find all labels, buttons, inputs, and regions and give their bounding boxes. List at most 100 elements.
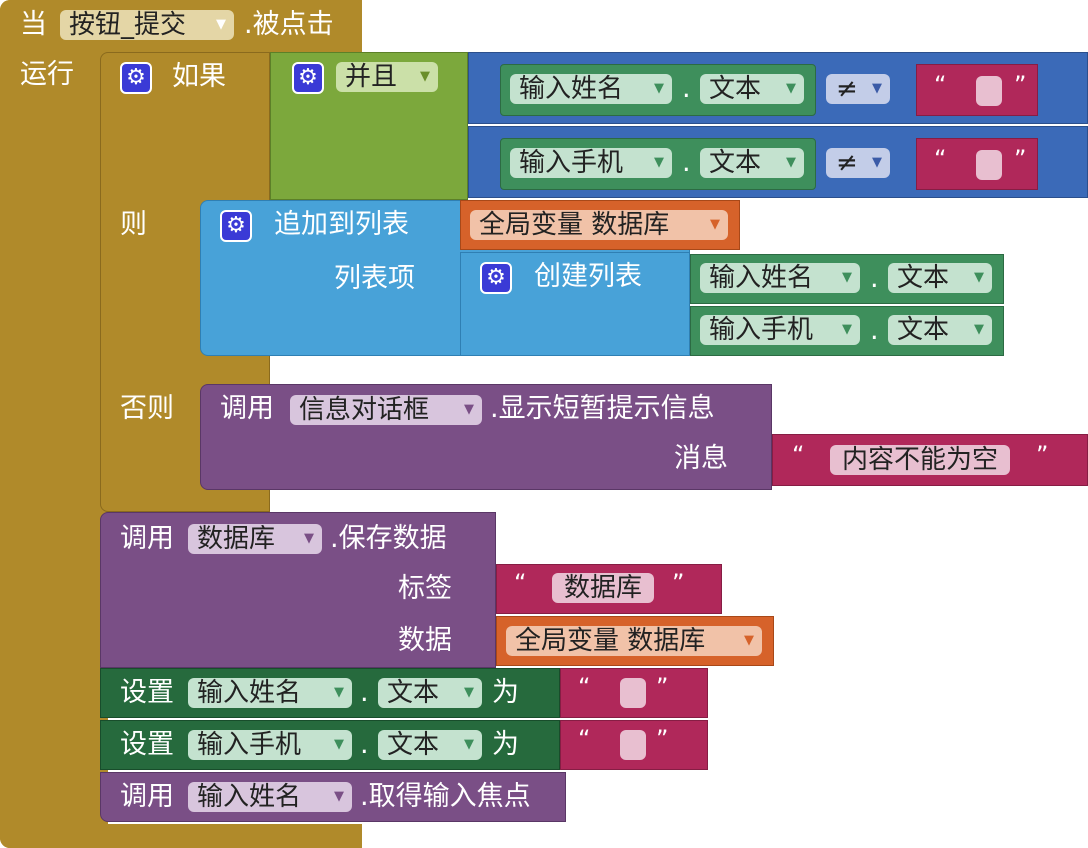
quote-open: “	[578, 673, 591, 701]
item1-property-text: 文本	[897, 263, 950, 293]
item1-component-dropdown[interactable]: 输入姓名 ▼	[700, 263, 860, 293]
chevron-down-icon: ▼	[464, 737, 474, 752]
set2-property-dropdown[interactable]: 文本 ▼	[378, 730, 482, 760]
alert-method: .显示短暂提示信息	[490, 393, 715, 424]
focus-method: .取得输入焦点	[360, 781, 531, 812]
alert-message-label: 消息	[674, 443, 728, 474]
then-label: 则	[120, 209, 147, 240]
chevron-down-icon: ▼	[974, 322, 984, 337]
list-item-label: 列表项	[334, 263, 415, 294]
item2-component-dropdown[interactable]: 输入手机 ▼	[700, 315, 860, 345]
set2-text-block[interactable]	[560, 720, 708, 770]
set2-dot: .	[360, 729, 369, 760]
store-component-dropdown[interactable]: 数据库 ▼	[188, 524, 322, 554]
gear-icon[interactable]: ⚙	[220, 210, 252, 242]
gear-icon[interactable]: ⚙	[480, 262, 512, 294]
chevron-down-icon: ▼	[334, 737, 344, 752]
chevron-down-icon: ▼	[464, 402, 474, 417]
quote-open: “	[578, 725, 591, 753]
chevron-down-icon: ▼	[420, 69, 430, 84]
quote-open: “	[934, 71, 947, 99]
text-empty-input[interactable]	[620, 678, 646, 708]
quote-close: ”	[1014, 71, 1027, 99]
cond2-property-text: 文本	[709, 148, 762, 178]
store-component-text: 数据库	[197, 524, 276, 554]
store-value-text: 全局变量 数据库	[515, 626, 706, 656]
if-label: 如果	[172, 61, 226, 92]
item2-property-dropdown[interactable]: 文本 ▼	[888, 315, 992, 345]
chevron-down-icon: ▼	[786, 81, 796, 96]
store-value-label: 数据	[398, 625, 452, 656]
store-call-label: 调用	[120, 523, 174, 554]
cond1-operator-dropdown[interactable]: ≠ ▼	[826, 74, 890, 104]
set2-component-text: 输入手机	[197, 730, 302, 760]
focus-call-label: 调用	[120, 781, 174, 812]
item2-property-text: 文本	[897, 315, 950, 345]
quote-close: ”	[656, 725, 669, 753]
item2-dot: .	[870, 315, 879, 346]
cond1-dot: .	[682, 73, 691, 104]
item2-component-text: 输入手机	[709, 315, 814, 345]
make-list-label: 创建列表	[534, 261, 642, 292]
event-do-label: 运行	[20, 59, 74, 90]
chevron-down-icon: ▼	[654, 81, 664, 96]
item1-component-text: 输入姓名	[709, 263, 814, 293]
set2-property-text: 文本	[387, 730, 440, 760]
cond2-dot: .	[682, 147, 691, 178]
and-dropdown[interactable]: 并且 ▼	[336, 62, 438, 92]
text-empty-input[interactable]	[976, 150, 1002, 180]
item1-dot: .	[870, 263, 879, 294]
list-variable-dropdown[interactable]: 全局变量 数据库 ▼	[470, 210, 728, 240]
quote-close: ”	[1036, 441, 1049, 469]
chevron-down-icon: ▼	[464, 685, 474, 700]
event-component-text: 按钮_提交	[69, 10, 187, 40]
cond1-component-dropdown[interactable]: 输入姓名 ▼	[510, 74, 672, 104]
set1-to-label: 为	[492, 677, 519, 708]
cond1-component-text: 输入姓名	[519, 74, 624, 104]
chevron-down-icon: ▼	[216, 17, 226, 32]
quote-close: ”	[656, 673, 669, 701]
cond2-operator-text: ≠	[836, 148, 858, 178]
quote-open: “	[792, 441, 805, 469]
cond1-property-text: 文本	[709, 74, 762, 104]
event-component-dropdown[interactable]: 按钮_提交 ▼	[60, 10, 234, 40]
store-tag-value[interactable]: 数据库	[552, 573, 655, 603]
cond2-component-dropdown[interactable]: 输入手机 ▼	[510, 148, 672, 178]
set1-label: 设置	[120, 677, 174, 708]
chevron-down-icon: ▼	[654, 155, 664, 170]
chevron-down-icon: ▼	[304, 531, 314, 546]
set1-property-dropdown[interactable]: 文本 ▼	[378, 678, 482, 708]
chevron-down-icon: ▼	[710, 217, 720, 232]
chevron-down-icon: ▼	[842, 322, 852, 337]
store-value-dropdown[interactable]: 全局变量 数据库 ▼	[506, 626, 762, 656]
set1-component-dropdown[interactable]: 输入姓名 ▼	[188, 678, 352, 708]
focus-component-text: 输入姓名	[197, 782, 302, 812]
chevron-down-icon: ▼	[872, 81, 882, 96]
chevron-down-icon: ▼	[744, 633, 754, 648]
alert-message-text[interactable]: 内容不能为空	[830, 445, 1011, 475]
cond2-operator-dropdown[interactable]: ≠ ▼	[826, 148, 890, 178]
set2-label: 设置	[120, 729, 174, 760]
focus-component-dropdown[interactable]: 输入姓名 ▼	[188, 782, 352, 812]
gear-icon[interactable]: ⚙	[292, 62, 324, 94]
chevron-down-icon: ▼	[334, 685, 344, 700]
event-name: .被点击	[244, 9, 334, 40]
quote-close: ”	[672, 569, 685, 597]
set1-component-text: 输入姓名	[197, 678, 302, 708]
item1-property-dropdown[interactable]: 文本 ▼	[888, 263, 992, 293]
text-empty-input[interactable]	[620, 730, 646, 760]
alert-component-text: 信息对话框	[299, 395, 430, 425]
gear-icon[interactable]: ⚙	[120, 62, 152, 94]
add-to-list-label: 追加到列表	[274, 209, 409, 240]
text-empty-input[interactable]	[976, 76, 1002, 106]
quote-close: ”	[1014, 145, 1027, 173]
alert-component-dropdown[interactable]: 信息对话框 ▼	[290, 395, 482, 425]
cond1-property-dropdown[interactable]: 文本 ▼	[700, 74, 804, 104]
quote-open: “	[514, 569, 527, 597]
cond2-property-dropdown[interactable]: 文本 ▼	[700, 148, 804, 178]
store-method: .保存数据	[330, 523, 447, 554]
chevron-down-icon: ▼	[842, 270, 852, 285]
chevron-down-icon: ▼	[786, 155, 796, 170]
event-when-label: 当	[20, 9, 47, 40]
set2-component-dropdown[interactable]: 输入手机 ▼	[188, 730, 352, 760]
